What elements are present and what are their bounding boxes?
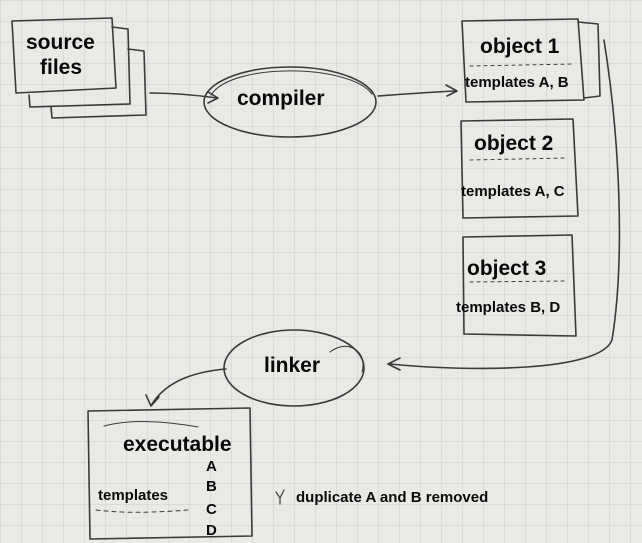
object-3-templates: templates B, D <box>456 299 561 316</box>
linker-label: linker <box>264 354 321 377</box>
executable-templates-label: templates <box>98 487 169 504</box>
arrow-compiler-to-objects <box>377 84 458 97</box>
compiler-label: compiler <box>237 87 325 110</box>
object-2-title: object 2 <box>474 132 554 155</box>
compiler-ellipse <box>203 66 377 138</box>
arrow-objects-to-linker <box>387 39 621 371</box>
object-1-title: object 1 <box>480 35 560 58</box>
object-3-box <box>462 234 577 337</box>
source-files-label-line2: files <box>40 56 83 79</box>
object-2-box <box>460 118 579 219</box>
template-item: B <box>206 478 217 495</box>
source-files-label-line1: source <box>26 31 95 54</box>
executable-title: executable <box>123 433 232 456</box>
executable-box <box>87 407 253 540</box>
template-item: D <box>206 522 217 539</box>
linker-ellipse <box>223 329 365 407</box>
object-2-templates: templates A, C <box>461 183 565 200</box>
template-item: C <box>206 501 217 518</box>
object-1-templates: templates A, B <box>465 74 569 91</box>
source-files-box <box>11 17 147 119</box>
template-item: A <box>206 458 217 475</box>
duplicates-removed-note: duplicate A and B removed <box>296 489 489 506</box>
arrow-source-to-compiler <box>149 91 219 104</box>
arrow-linker-to-executable <box>145 368 227 407</box>
object-3-title: object 3 <box>467 257 547 280</box>
object-1-box <box>461 18 601 103</box>
